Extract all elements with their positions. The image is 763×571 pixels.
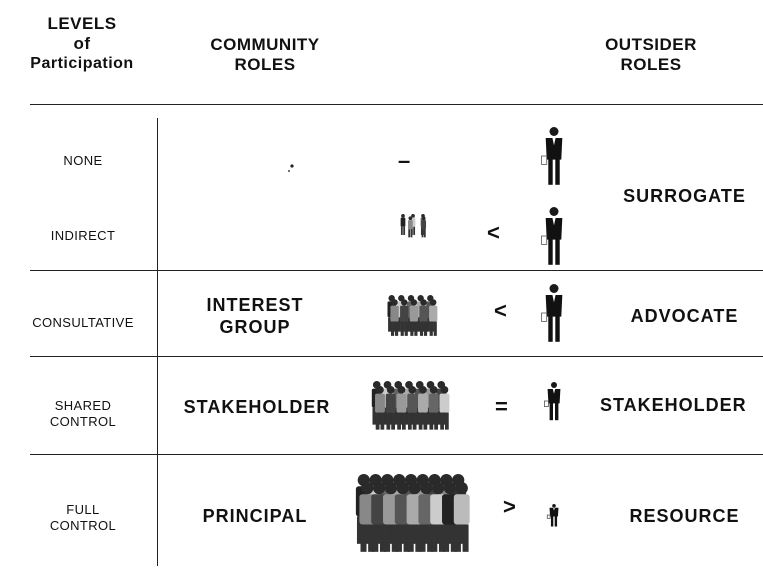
- header-levels-line3: Participation: [30, 55, 134, 72]
- header-outsider-roles: OUTSIDER ROLES: [596, 35, 706, 75]
- outsider-figure-indirect: [541, 207, 563, 265]
- group-text: GROUP: [219, 317, 291, 337]
- community-role-stakeholder: STAKEHOLDER: [172, 396, 342, 418]
- level-indirect-text: INDIRECT: [50, 228, 116, 243]
- divider-row-4: [30, 454, 763, 455]
- community-group-shared: [371, 381, 450, 430]
- divider-row-3: [30, 356, 763, 357]
- header-community-line2: ROLES: [234, 55, 296, 74]
- level-full-text: FULL: [66, 502, 100, 517]
- outsider-role-resource: RESOURCE: [629, 506, 740, 526]
- person-figure: [419, 299, 428, 336]
- community-role-principal: PRINCIPAL: [180, 505, 330, 527]
- person-figure: [396, 386, 407, 430]
- businessman-figure: [541, 284, 563, 342]
- level-shared-text: SHARED: [54, 398, 112, 413]
- person-figure: [409, 299, 419, 336]
- level-consultative-text: CONSULTATIVE: [32, 315, 134, 330]
- community-figure-none: [288, 164, 294, 172]
- level-consultative: CONSULTATIVE: [18, 315, 148, 331]
- level-shared-control: SHARED CONTROL: [30, 398, 136, 430]
- person-figure: [418, 386, 428, 430]
- relation-shared: =: [495, 394, 508, 419]
- community-group-consultative: [387, 295, 438, 336]
- level-none: NONE: [30, 153, 136, 169]
- businessman-figure: [541, 127, 563, 185]
- principal-text: PRINCIPAL: [202, 506, 308, 526]
- community-role-interest-group: INTEREST GROUP: [180, 294, 330, 338]
- relation-consultative: <: [494, 298, 507, 323]
- person-figure: [385, 386, 396, 430]
- person-figure: [400, 214, 406, 235]
- outsider-role-advocate: ADVOCATE: [630, 306, 739, 326]
- level-full-control: FULL CONTROL: [30, 502, 136, 534]
- divider-row-2: [30, 270, 763, 271]
- header-community-roles: COMMUNITY ROLES: [190, 35, 340, 75]
- outsider-role-stakeholder: STAKEHOLDER: [600, 395, 747, 415]
- person-figure: [407, 216, 413, 238]
- header-levels: LEVELS of Participation: [30, 14, 134, 74]
- businessman-figure: [546, 504, 559, 527]
- person-figure: [428, 386, 439, 430]
- divider-header: [30, 104, 763, 105]
- outsider-figure-consultative: [541, 284, 563, 342]
- businessman-figure: [544, 382, 561, 421]
- header-outsider-line1: OUTSIDER: [605, 35, 697, 54]
- relation-none: –: [398, 148, 411, 173]
- person-figure: [390, 299, 399, 336]
- column-divider: [157, 118, 158, 566]
- person-figure: [407, 386, 418, 430]
- community-group-full: [355, 474, 470, 552]
- level-none-text: NONE: [63, 153, 103, 168]
- level-full-control-text: CONTROL: [49, 518, 117, 533]
- header-community-line1: COMMUNITY: [210, 35, 320, 54]
- person-figure: [429, 299, 438, 336]
- person-figure: [375, 386, 385, 430]
- person-figure: [453, 482, 470, 552]
- header-levels-line1: LEVELS: [47, 14, 117, 33]
- person-figure: [439, 386, 450, 430]
- person-figure: [400, 299, 409, 336]
- level-control-text: CONTROL: [49, 414, 117, 429]
- outsider-figure-full: [546, 504, 559, 527]
- stakeholder-community-text: STAKEHOLDER: [183, 397, 331, 417]
- outsider-figure-none: [541, 127, 563, 185]
- person-figure: [421, 216, 427, 238]
- level-indirect: INDIRECT: [30, 228, 136, 244]
- interest-text: INTEREST: [206, 295, 304, 315]
- outsider-role-surrogate: SURROGATE: [623, 186, 746, 206]
- outsider-figure-shared: [544, 382, 561, 421]
- header-levels-line2: of: [73, 34, 91, 53]
- relation-full: >: [503, 494, 516, 519]
- businessman-figure: [541, 207, 563, 265]
- relation-indirect: <: [487, 220, 500, 245]
- header-outsider-line2: ROLES: [620, 55, 682, 74]
- community-group-indirect: [400, 214, 427, 238]
